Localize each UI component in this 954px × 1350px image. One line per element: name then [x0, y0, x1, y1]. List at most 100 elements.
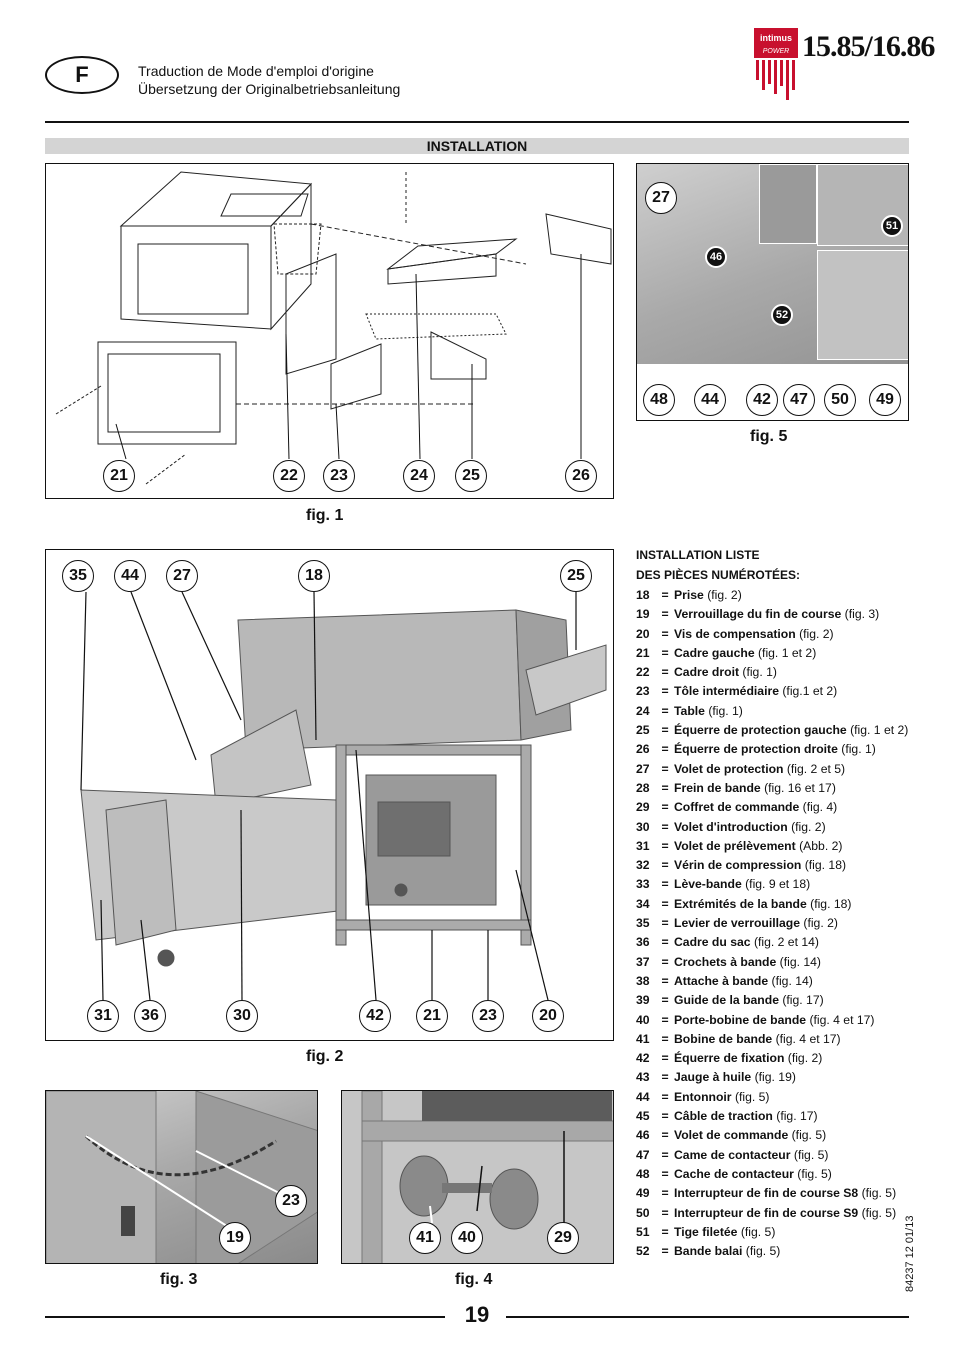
part-name: Volet d'introduction: [674, 819, 788, 834]
parts-list-item: 31=Volet de prélèvement (Abb. 2): [636, 837, 936, 856]
intimus-logo: intimus POWER: [754, 28, 798, 108]
part-figure-ref: (fig. 5): [734, 1089, 770, 1104]
part-name: Extrémités de la bande: [674, 896, 807, 911]
part-number: 38: [636, 973, 650, 988]
equals-sign: =: [661, 1147, 669, 1162]
part-name: Cache de contacteur: [674, 1166, 794, 1181]
fig2-label-23: 23: [472, 1000, 504, 1032]
parts-list-item: 51=Tige filetée (fig. 5): [636, 1223, 936, 1242]
parts-list-item: 34=Extrémités de la bande (fig. 18): [636, 895, 936, 914]
part-name: Came de contacteur: [674, 1147, 791, 1162]
part-figure-ref: (fig. 1): [742, 665, 777, 680]
part-figure-ref: (fig. 1 et 2): [850, 723, 909, 738]
equals-sign: =: [661, 1089, 669, 1104]
part-number: 22: [636, 665, 650, 680]
part-figure-ref: (fig. 2 et 14): [753, 935, 819, 950]
part-figure-ref: (fig. 17): [776, 1109, 818, 1124]
equals-sign: =: [661, 954, 669, 969]
part-number: 28: [636, 780, 650, 795]
fig1-label-24: 24: [403, 460, 435, 492]
language-badge: F: [45, 56, 119, 94]
part-number: 24: [636, 703, 650, 718]
part-figure-ref: (fig. 5): [793, 1147, 829, 1162]
equals-sign: =: [661, 1031, 669, 1046]
parts-list-item: 19=Verrouillage du fin de course (fig. 3…: [636, 605, 936, 624]
part-figure-ref: (fig. 4 et 17): [775, 1031, 841, 1046]
equals-sign: =: [661, 1070, 669, 1085]
fig2-label-27: 27: [166, 560, 198, 592]
parts-list-item: 30=Volet d'introduction (fig. 2): [636, 818, 936, 837]
part-number: 39: [636, 993, 650, 1008]
fig3-illustration: [46, 1091, 317, 1263]
page-number: 19: [464, 1302, 490, 1327]
figure-3: 23 19: [45, 1090, 318, 1264]
parts-list-item: 41=Bobine de bande (fig. 4 et 17): [636, 1030, 936, 1049]
part-name: Levier de verrouillage: [674, 916, 800, 931]
equals-sign: =: [661, 684, 669, 699]
part-name: Câble de traction: [674, 1109, 773, 1124]
fig2-label-25: 25: [560, 560, 592, 592]
part-number: 37: [636, 954, 650, 969]
equals-sign: =: [661, 819, 669, 834]
fig5-label-49: 49: [869, 384, 901, 416]
fig5-inset-1: [759, 164, 817, 244]
parts-list-item: 24=Table (fig. 1): [636, 702, 936, 721]
fig2-label-36: 36: [134, 1000, 166, 1032]
fig4-illustration: [361, 1091, 613, 1263]
equals-sign: =: [661, 1205, 669, 1220]
parts-list-item: 37=Crochets à bande (fig. 14): [636, 953, 936, 972]
equals-sign: =: [661, 877, 669, 892]
parts-list-item: 28=Frein de bande (fig. 16 et 17): [636, 779, 936, 798]
part-figure-ref: (fig. 18): [804, 858, 847, 873]
fig5-caption: fig. 5: [750, 428, 788, 445]
part-number: 41: [636, 1031, 650, 1046]
part-name: Porte-bobine de bande: [674, 1012, 807, 1027]
parts-list-item: 40=Porte-bobine de bande (fig. 4 et 17): [636, 1011, 936, 1030]
equals-sign: =: [661, 626, 669, 641]
parts-list-item: 26=Équerre de protection droite (fig. 1): [636, 740, 936, 759]
figure-1: 21 22 23 24 25 26: [45, 163, 614, 499]
parts-list-item: 46=Volet de commande (fig. 5): [636, 1126, 936, 1145]
part-figure-ref: (fig. 2): [803, 916, 838, 931]
fig4-caption: fig. 4: [455, 1271, 493, 1288]
part-figure-ref: (fig. 5): [797, 1166, 832, 1181]
part-number: 33: [636, 877, 650, 892]
equals-sign: =: [661, 1051, 669, 1066]
footer-rule-right: [506, 1316, 909, 1318]
equals-sign: =: [661, 742, 669, 757]
brand-subtext: POWER: [763, 48, 789, 55]
section-bar: [45, 138, 909, 154]
exploded-drawing: [55, 171, 612, 485]
parts-list-item: 36=Cadre du sac (fig. 2 et 14): [636, 933, 936, 952]
part-number: 36: [636, 935, 650, 950]
fig1-label-23: 23: [323, 460, 355, 492]
part-number: 29: [636, 800, 650, 815]
part-figure-ref: (fig. 2): [707, 588, 742, 602]
part-figure-ref: (fig. 17): [782, 993, 824, 1008]
parts-list-item: 48=Cache de contacteur (fig. 5): [636, 1165, 936, 1184]
part-name: Bande balai: [674, 1244, 743, 1259]
part-name: Vis de compensation: [674, 626, 796, 641]
part-figure-ref: (fig.1 et 2): [782, 684, 838, 699]
part-number: 45: [636, 1109, 650, 1124]
part-name: Équerre de protection gauche: [674, 723, 847, 738]
part-figure-ref: (fig. 2): [787, 1051, 823, 1066]
figure-5: 27 46 51 52 48 44 42 47 50 49: [636, 163, 909, 421]
fig5-label-44: 44: [694, 384, 726, 416]
parts-list-item: 39=Guide de la bande (fig. 17): [636, 991, 936, 1010]
fig5-label-47: 47: [783, 384, 815, 416]
part-name: Équerre de fixation: [674, 1051, 785, 1066]
header-rule: [45, 121, 909, 123]
part-number: 48: [636, 1166, 650, 1181]
parts-list-item: 43=Jauge à huile (fig. 19): [636, 1068, 936, 1087]
part-number: 27: [636, 761, 650, 776]
equals-sign: =: [661, 916, 669, 931]
fig1-label-21: 21: [103, 460, 135, 492]
part-name: Entonnoir: [674, 1089, 732, 1104]
equals-sign: =: [661, 780, 669, 795]
equals-sign: =: [661, 665, 669, 680]
part-name: Crochets à bande: [674, 954, 777, 969]
parts-list-item: 20=Vis de compensation (fig. 2): [636, 625, 936, 644]
equals-sign: =: [661, 973, 669, 988]
part-figure-ref: (fig. 19): [754, 1070, 796, 1085]
